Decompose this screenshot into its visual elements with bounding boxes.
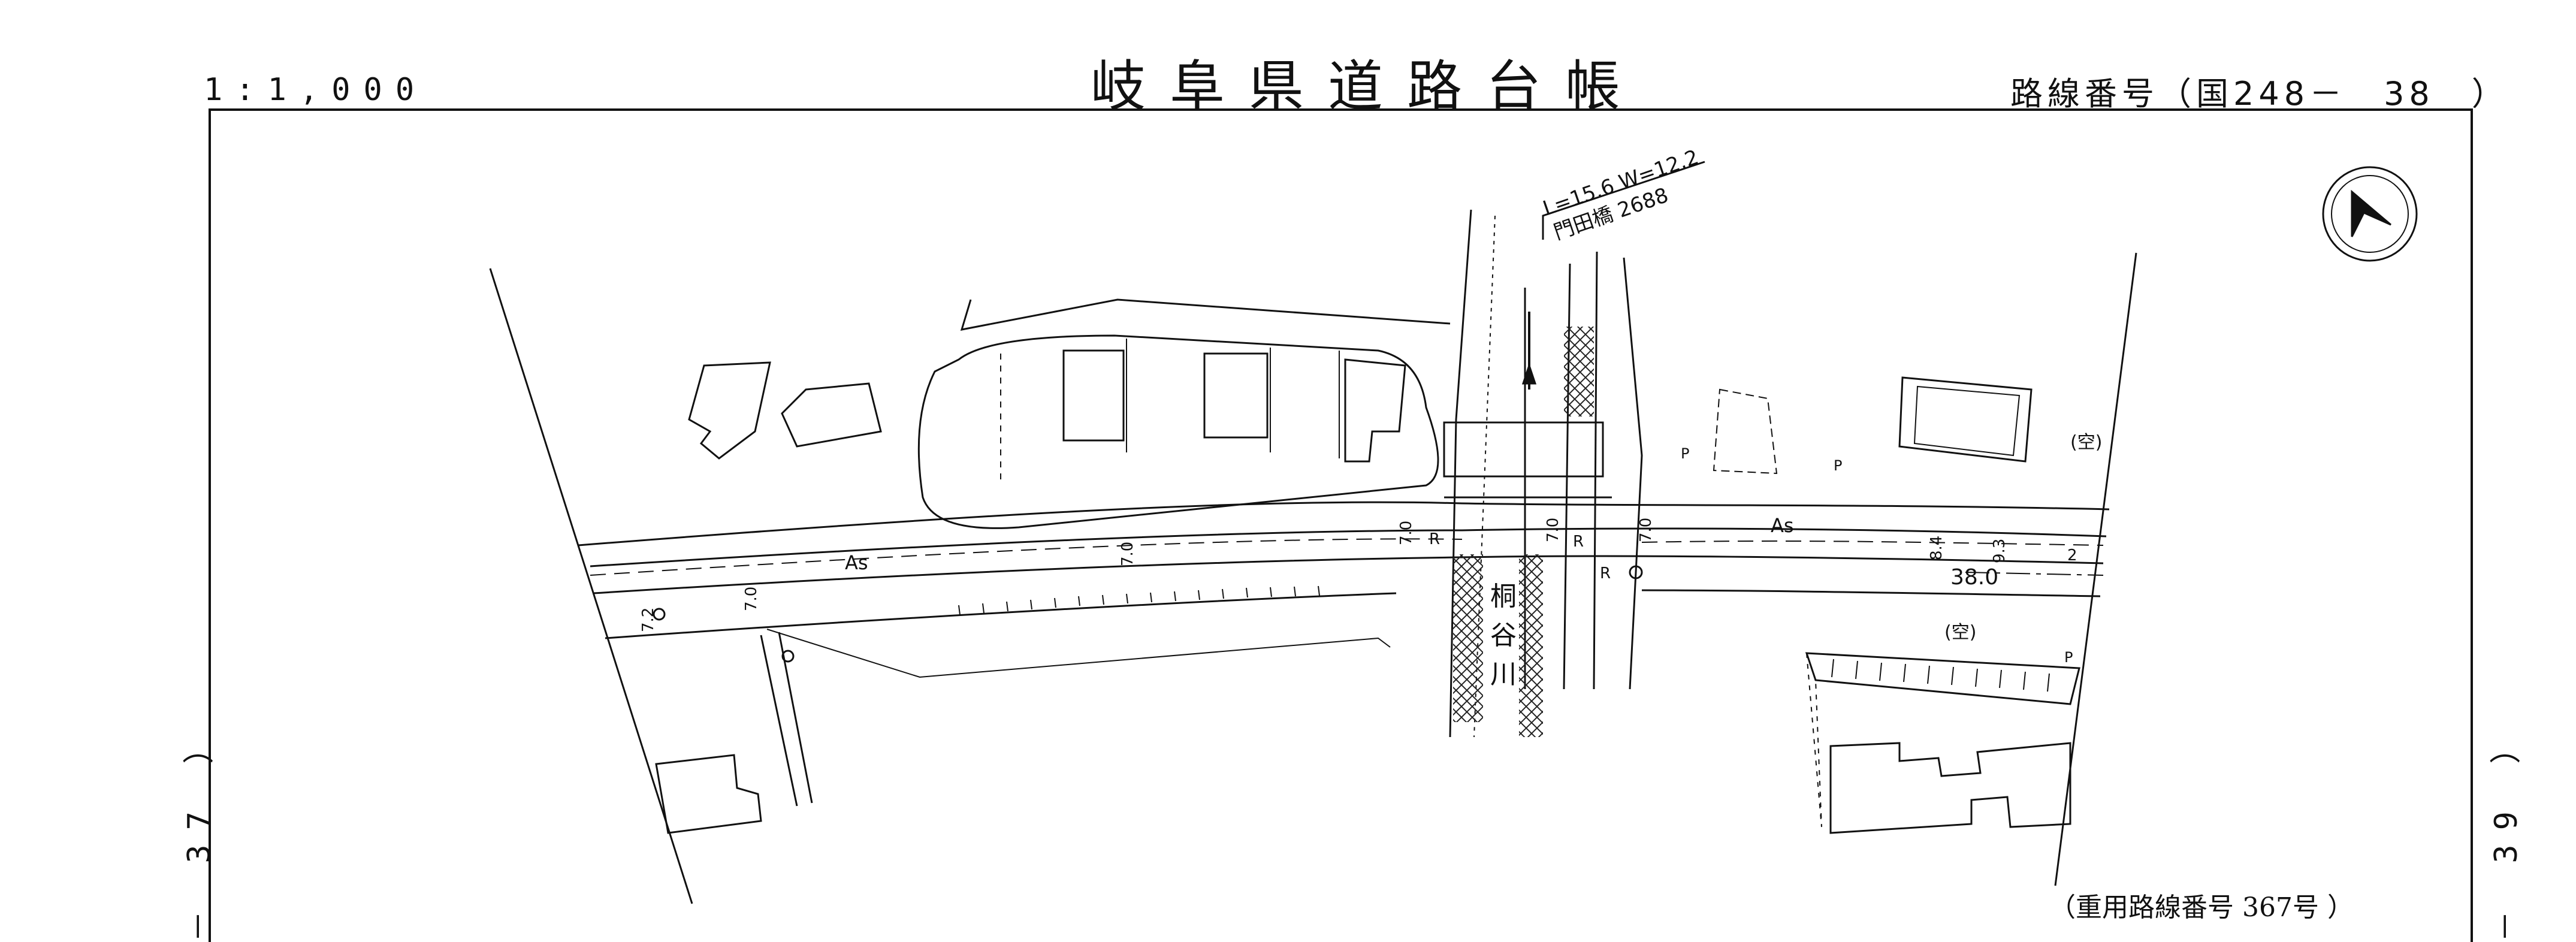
marker-label: R xyxy=(1429,530,1440,548)
map-labels: L=15.6 W=12.2 門田橋 2688 桐 谷 川 As As 38.0 … xyxy=(639,145,2102,690)
parcel-block xyxy=(917,334,1439,529)
marker-label: P xyxy=(1834,457,1842,474)
building xyxy=(655,754,762,834)
survey-point xyxy=(653,608,666,621)
map-frame xyxy=(209,108,2473,942)
building xyxy=(1062,349,1125,442)
north-arrow xyxy=(2322,166,2418,262)
road-edges xyxy=(578,501,2110,639)
width-label: 7.0 xyxy=(1544,518,1562,542)
width-label: 7.0 xyxy=(1397,521,1415,545)
marker-label: P xyxy=(1681,445,1689,462)
building xyxy=(1829,742,2071,834)
pavement-label: As xyxy=(845,551,868,574)
building xyxy=(688,361,771,460)
survey-point xyxy=(1629,565,1643,579)
route-number: 路線番号（国248－ 38 ） xyxy=(2010,75,2509,113)
map-scale: 1:1,000 xyxy=(204,72,428,108)
building xyxy=(1713,388,1778,475)
marker-label: R xyxy=(1573,533,1584,551)
width-label: 7.0 xyxy=(1119,542,1137,566)
boundary-line xyxy=(2054,252,2137,886)
building xyxy=(1898,376,2033,463)
marker-label: R xyxy=(1600,564,1611,582)
building xyxy=(781,382,882,448)
width-label: 7.2 xyxy=(639,608,657,632)
river-hatching xyxy=(1519,554,1543,737)
bridge-leader xyxy=(1542,161,1705,240)
building xyxy=(1344,358,1406,463)
vacant-label: (空) xyxy=(2070,432,2102,453)
width-label: 7.0 xyxy=(742,587,760,611)
parking-row xyxy=(1805,652,2080,705)
fence xyxy=(766,629,1391,678)
river-char: 川 xyxy=(1490,659,1517,690)
width-label: 2 xyxy=(2067,547,2077,564)
boundary-line xyxy=(489,268,693,904)
river-char: 桐 xyxy=(1490,581,1517,612)
river-char: 谷 xyxy=(1490,620,1517,651)
pavement-label: As xyxy=(1771,514,1794,537)
slope-ticks xyxy=(958,585,1320,615)
survey-point xyxy=(781,650,795,663)
width-label: 7.0 xyxy=(1637,518,1655,542)
sheet-title: 岐阜県道路台帳 xyxy=(1091,55,1645,119)
vacant-label: (空) xyxy=(1944,622,1976,643)
building xyxy=(1203,352,1269,439)
chainage-line xyxy=(1965,572,2104,576)
width-label: 9.3 xyxy=(1991,539,2009,563)
width-label: 8.4 xyxy=(1928,536,1946,560)
river-hatching xyxy=(1564,327,1594,416)
distance-label: 38.0 xyxy=(1950,565,1998,590)
marker-label: P xyxy=(2064,649,2073,666)
heavy-route-number: （重用路線番号 367号 ） xyxy=(2049,892,2354,923)
river-hatching xyxy=(1453,554,1483,722)
